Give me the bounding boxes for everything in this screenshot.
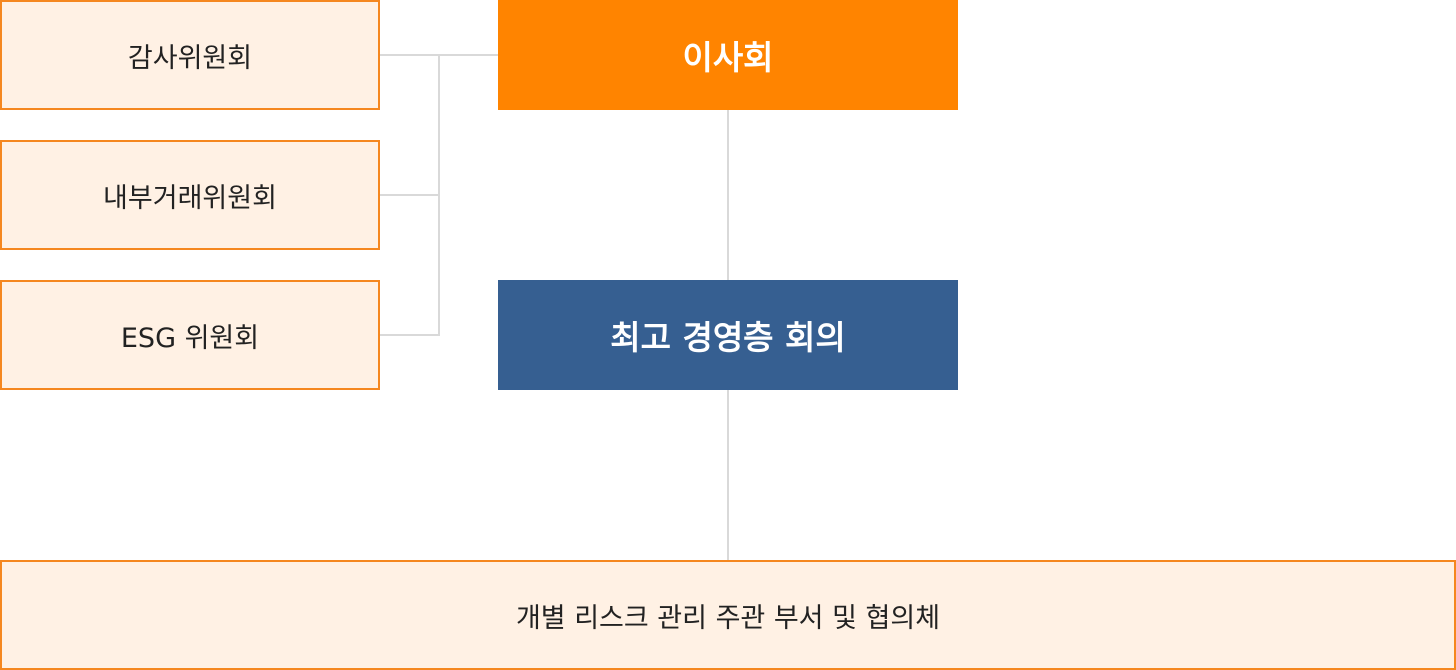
board-box: 이사회 [498, 0, 958, 110]
internal-trade-committee-label: 내부거래위원회 [103, 182, 277, 214]
connector-esg-committee [380, 334, 440, 336]
audit-committee-label: 감사위원회 [127, 42, 253, 74]
executive-meeting-box: 최고 경영층 회의 [498, 280, 958, 390]
audit-committee-box: 감사위원회 [0, 0, 380, 110]
risk-departments-label: 개별 리스크 관리 주관 부서 및 협의체 [515, 602, 941, 634]
connector-internal-trade-committee [380, 194, 440, 196]
connector-executive-departments [727, 390, 729, 560]
risk-departments-box: 개별 리스크 관리 주관 부서 및 협의체 [0, 560, 1456, 670]
esg-committee-box: ESG 위원회 [0, 280, 380, 390]
internal-trade-committee-box: 내부거래위원회 [0, 140, 380, 250]
executive-meeting-label: 최고 경영층 회의 [610, 318, 846, 357]
board-label: 이사회 [682, 38, 774, 77]
esg-committee-label: ESG 위원회 [120, 322, 260, 354]
connector-board-executive [727, 110, 729, 280]
